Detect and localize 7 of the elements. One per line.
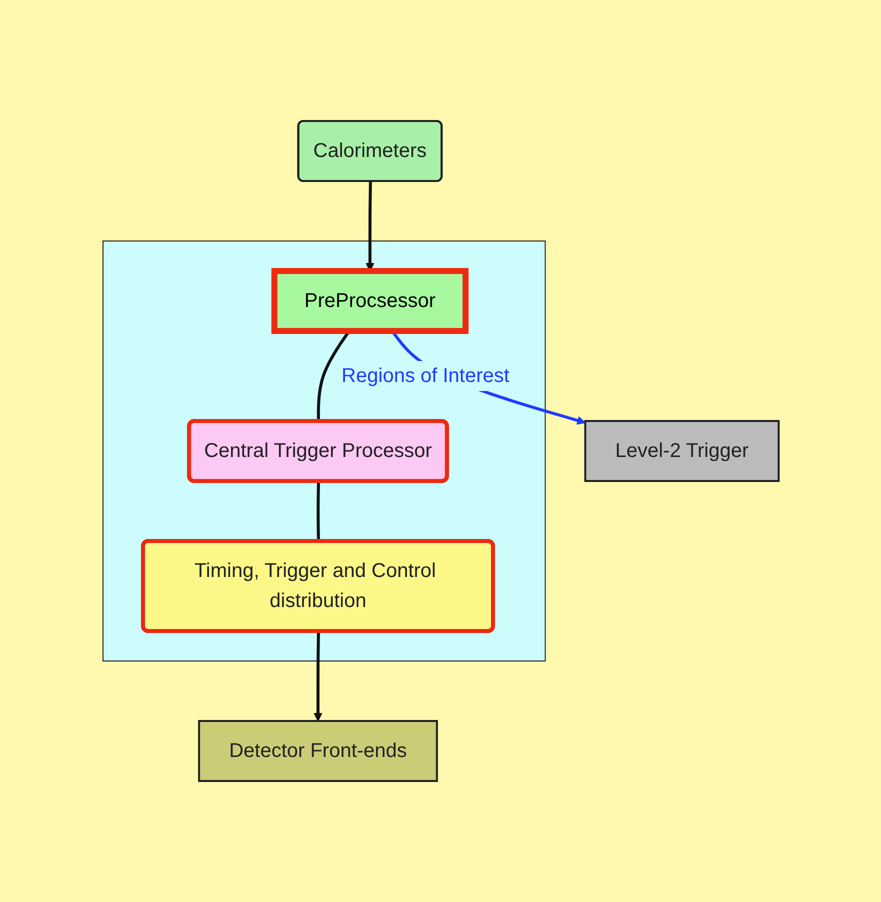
arrow: [313, 631, 322, 722]
node-box: PreProcsessor: [271, 268, 468, 334]
node-box: Detector Front-ends: [198, 720, 438, 782]
edge-label: Regions of Interest: [341, 364, 510, 387]
connector: [316, 481, 320, 542]
node-box: Level-2 Trigger: [584, 420, 780, 482]
cluster: [102, 240, 546, 662]
